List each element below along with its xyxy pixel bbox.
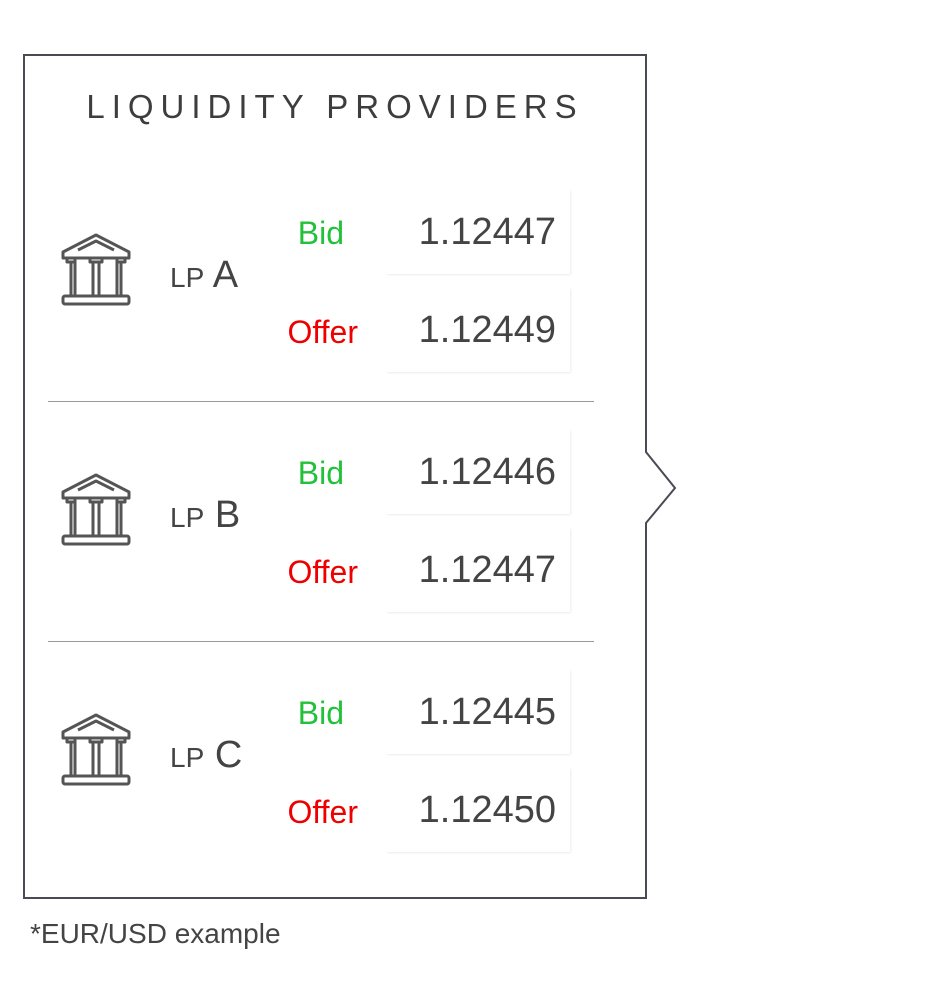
- provider-name: LP A: [170, 254, 238, 297]
- panel-title: LIQUIDITY PROVIDERS: [86, 88, 584, 125]
- provider-name: LP B: [170, 494, 240, 537]
- offer-label: Offer: [287, 314, 358, 350]
- divider: [48, 401, 594, 402]
- provider-prefix: LP: [170, 502, 205, 533]
- divider: [48, 641, 594, 642]
- offer-price: 1.12447: [386, 528, 570, 612]
- bid-label: Bid: [297, 215, 344, 251]
- provider-row: LP B Bid Offer 1.12446 1.12447: [24, 430, 646, 620]
- provider-letter: B: [214, 494, 241, 536]
- offer-label: Offer: [287, 554, 358, 590]
- bank-icon: [61, 713, 131, 786]
- bid-label: Bid: [297, 695, 344, 731]
- offer-price: 1.12450: [386, 768, 570, 852]
- provider-prefix: LP: [170, 742, 205, 773]
- bid-price: 1.12446: [386, 430, 570, 514]
- bid-price: 1.12447: [386, 190, 570, 274]
- provider-letter: A: [212, 254, 239, 296]
- footnote: *EUR/USD example: [30, 918, 281, 949]
- bid-price: 1.12445: [386, 670, 570, 754]
- provider-row: LP A Bid Offer 1.12447 1.12449: [24, 190, 646, 380]
- provider-name: LP C: [170, 734, 242, 777]
- bid-label: Bid: [297, 455, 344, 491]
- provider-row: LP C Bid Offer 1.12445 1.12450: [24, 670, 646, 860]
- offer-label: Offer: [287, 794, 358, 830]
- bank-icon: [61, 233, 131, 306]
- offer-price: 1.12449: [386, 288, 570, 372]
- provider-prefix: LP: [170, 262, 205, 293]
- provider-letter: C: [214, 734, 243, 776]
- bank-icon: [61, 473, 131, 546]
